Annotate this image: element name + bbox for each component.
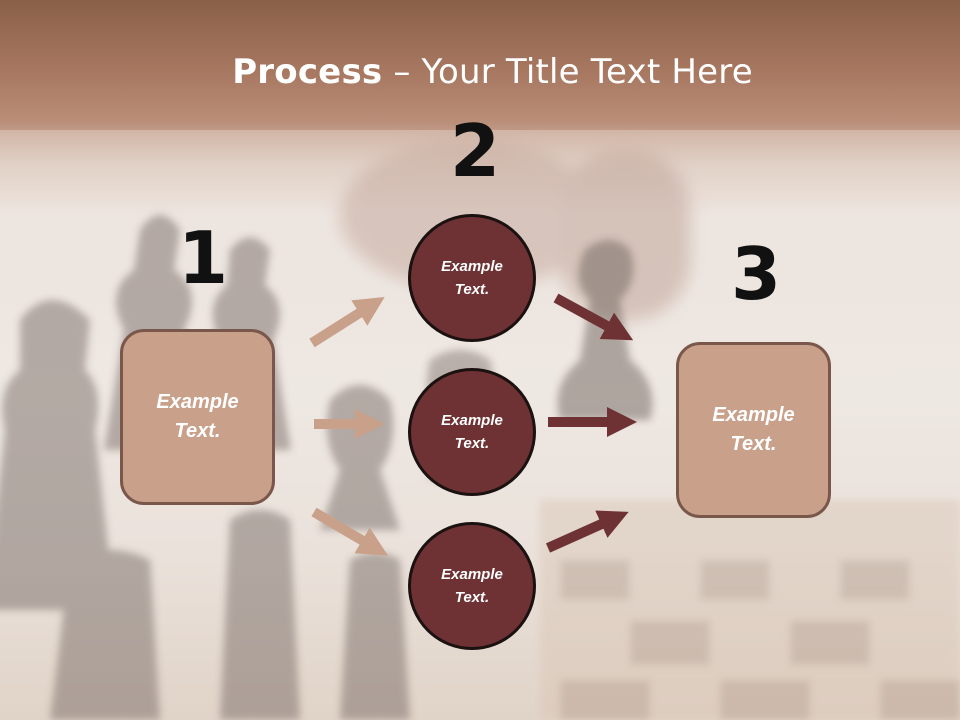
arrow-down-right-dark (553, 293, 634, 341)
step-3-box: Example Text. (676, 342, 831, 518)
step-number-2: 2 (450, 109, 501, 193)
step-1-box: Example Text. (120, 329, 275, 505)
step-2-circle-middle: Example Text. (408, 368, 536, 496)
arrow-up-right-dark (545, 510, 629, 553)
arrow-up-right-light (309, 296, 385, 348)
slide-title: Process – Your Title Text Here (0, 52, 960, 92)
step-2-circle-bottom: Example Text. (408, 522, 536, 650)
step-number-1: 1 (178, 216, 229, 300)
step-2-circle-top: Example Text. (408, 214, 536, 342)
arrows-step1-to-step2 (309, 296, 388, 556)
arrows-step2-to-step3 (545, 293, 637, 553)
title-rest-part: – Your Title Text Here (382, 52, 753, 92)
title-bold-part: Process (232, 52, 383, 92)
arrow-down-right-light (311, 507, 388, 556)
step-number-3: 3 (731, 232, 782, 316)
